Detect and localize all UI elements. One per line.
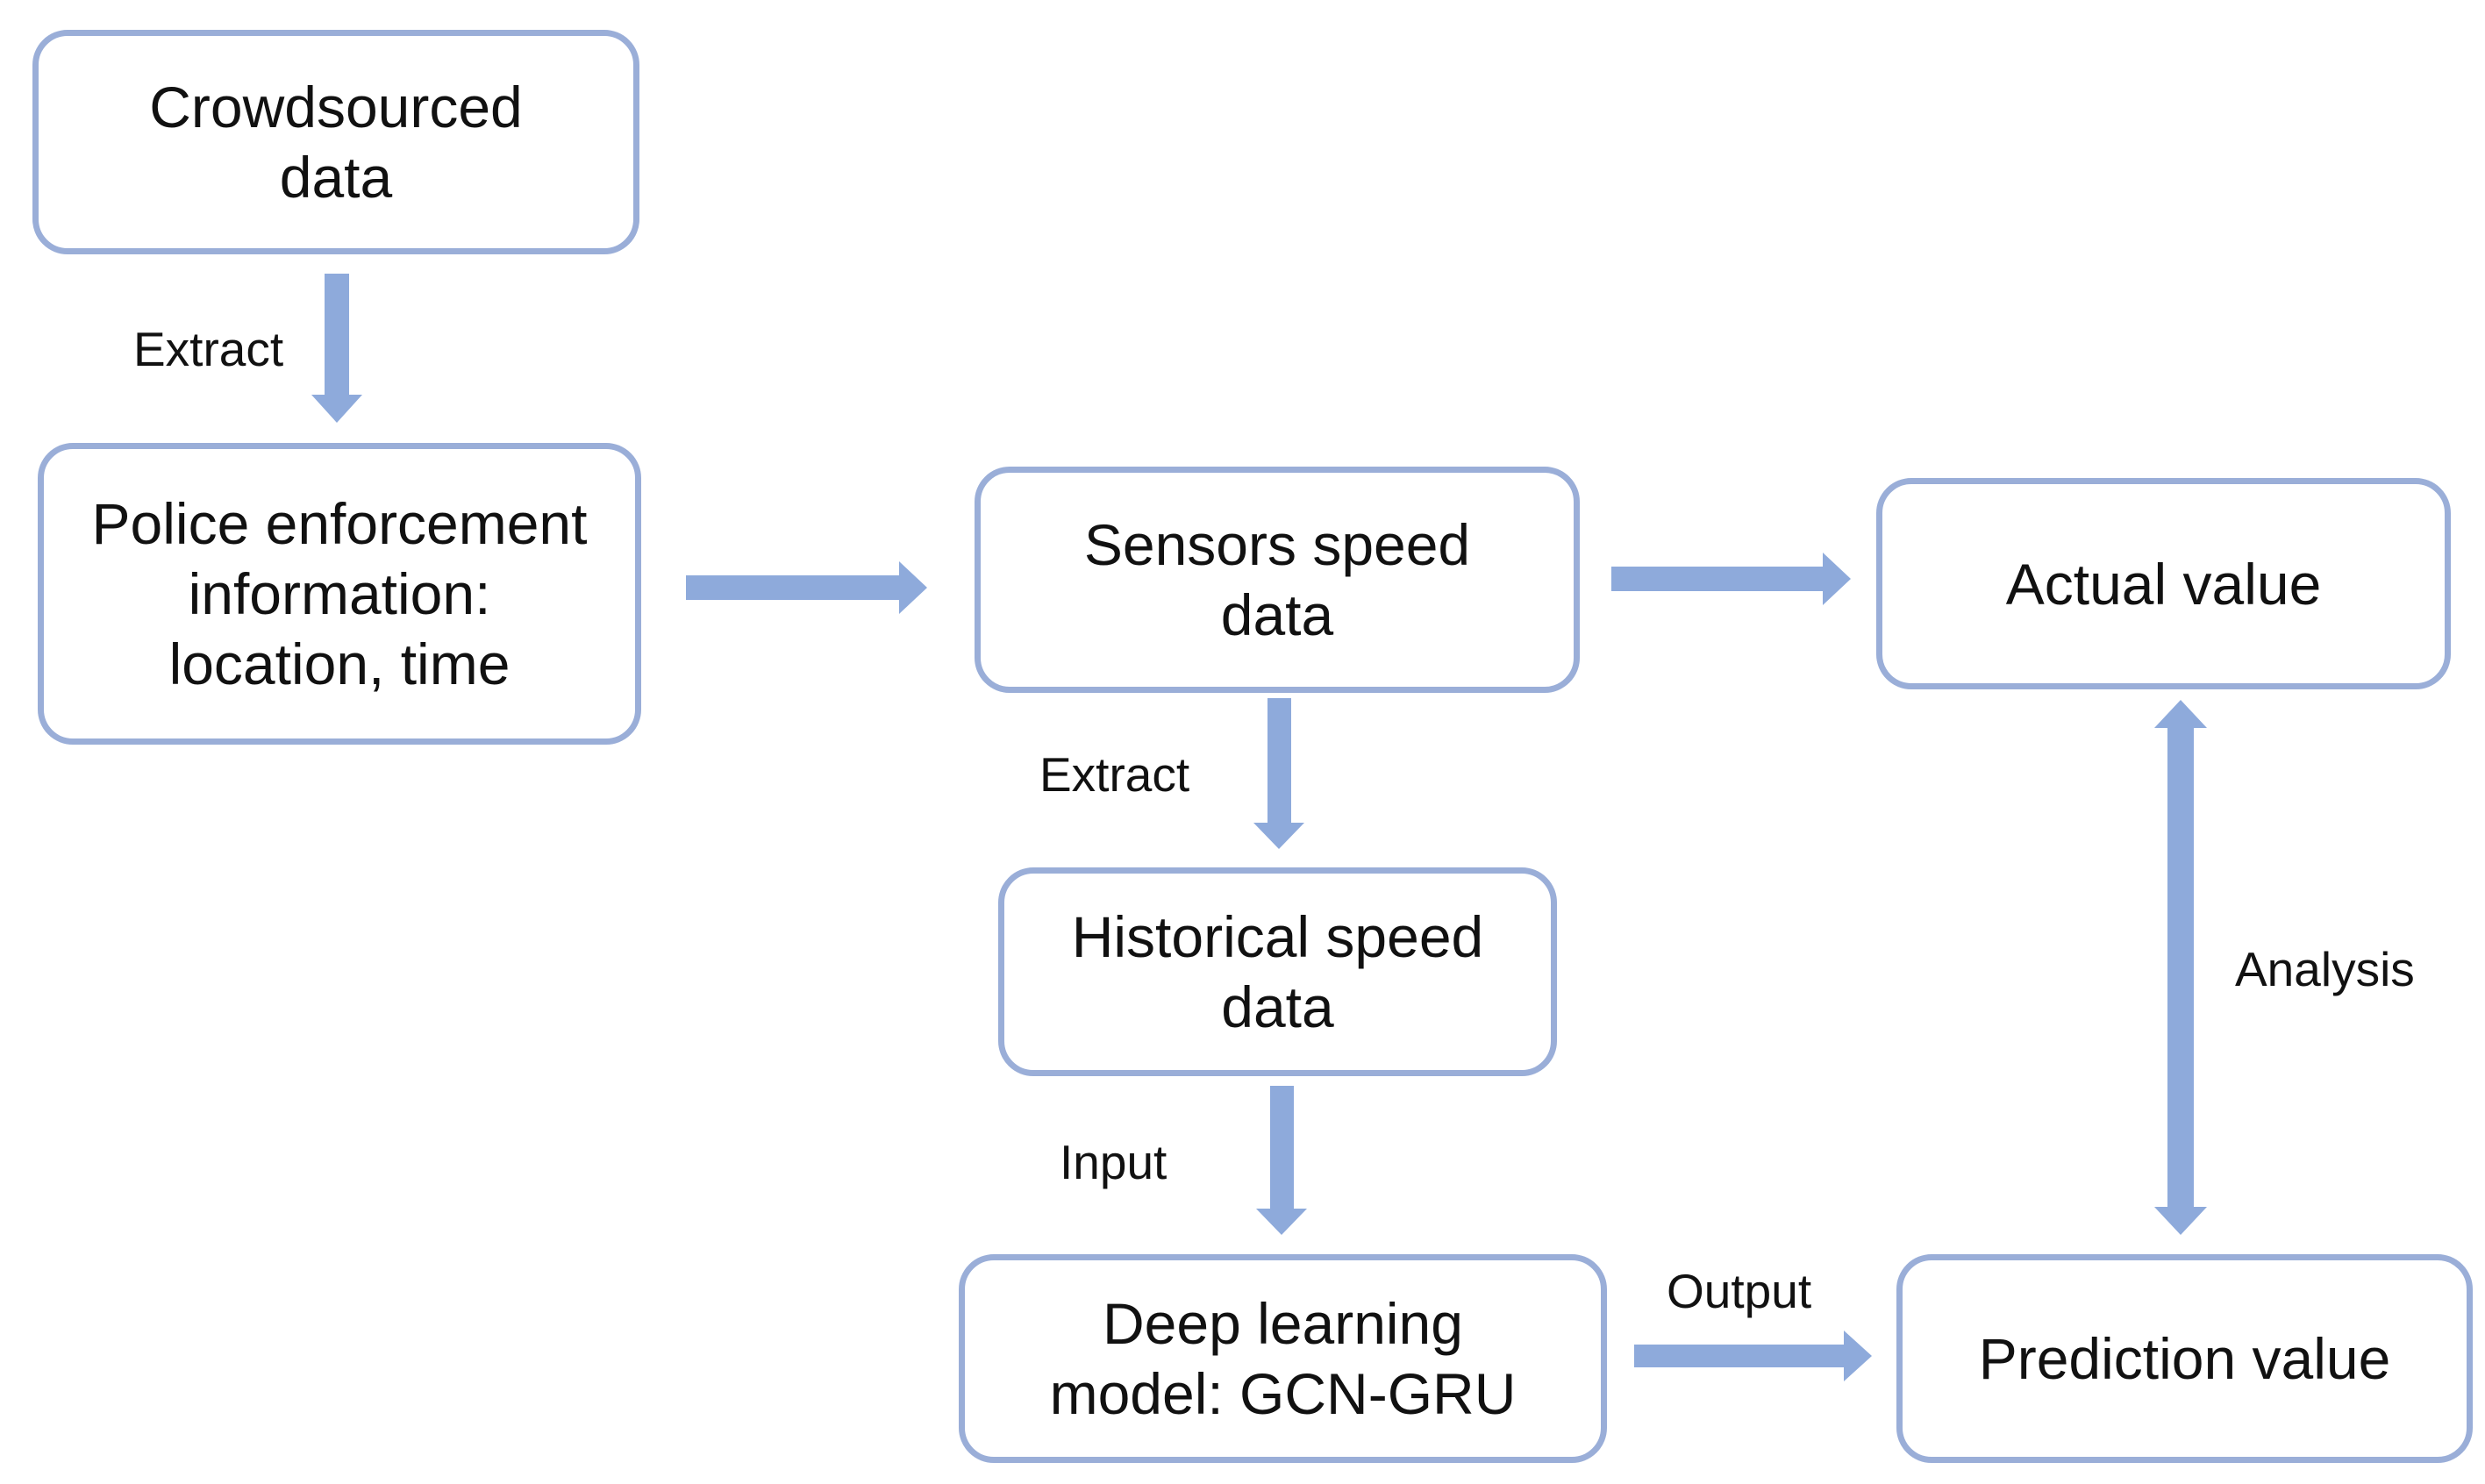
actual-value-box: Actual value [1876,478,2451,689]
output-label: Output [1667,1264,1812,1318]
arrow-crowdsourced-to-police [311,274,362,423]
arrow-sensors-to-historical [1253,698,1304,849]
historical-speed-data-box: Historical speed data [998,867,1557,1076]
historical-speed-data-text: Historical speed data [1071,904,1484,1039]
input-label: Input [1060,1135,1168,1189]
analysis-label: Analysis [2235,942,2415,996]
arrow-actual-prediction-bidirectional [2154,700,2207,1235]
arrow-historical-to-model [1256,1086,1307,1235]
sensors-speed-data-box: Sensors speed data [975,467,1580,693]
arrow-model-to-prediction [1634,1331,1872,1381]
deep-learning-model-box: Deep learning model: GCN-GRU [959,1254,1607,1463]
actual-value-text: Actual value [2005,551,2322,617]
police-enforcement-box: Police enforcement information: location… [38,443,641,745]
sensors-speed-data-text: Sensors speed data [1083,512,1471,647]
prediction-value-text: Prediction value [1978,1326,2391,1391]
crowdsourced-data-box: Crowdsourced data [32,30,639,254]
crowdsourced-data-text: Crowdsourced data [149,75,523,210]
deep-learning-model-text: Deep learning model: GCN-GRU [1049,1291,1517,1426]
arrow-sensors-to-actual [1611,553,1851,605]
extract-label-1: Extract [133,322,284,376]
prediction-value-box: Prediction value [1896,1254,2473,1463]
extract-label-2: Extract [1039,747,1190,802]
arrow-police-to-sensors [686,561,927,614]
police-enforcement-text: Police enforcement information: location… [91,491,588,696]
